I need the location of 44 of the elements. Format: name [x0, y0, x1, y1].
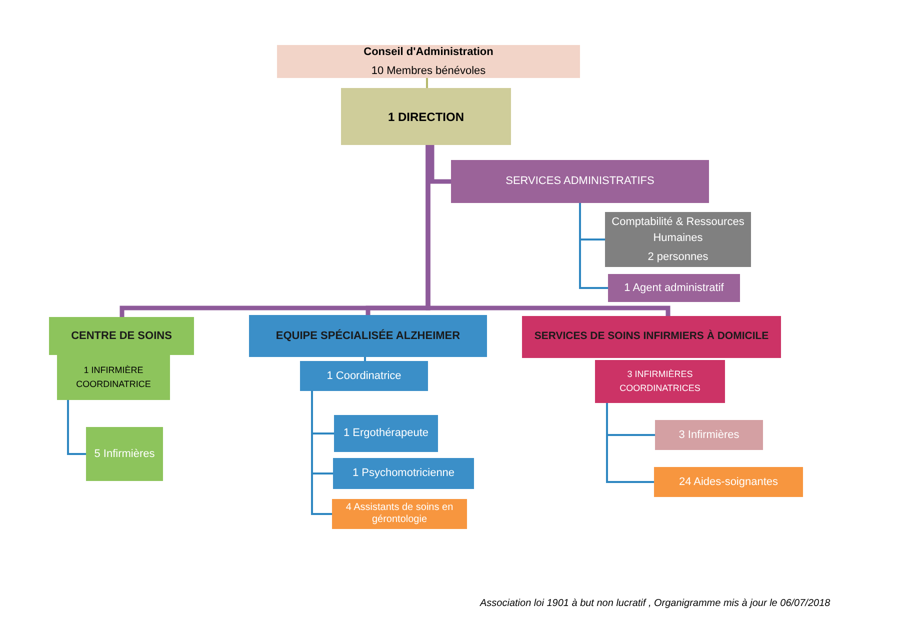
- node-text: EQUIPE SPÉCIALISÉE ALZHEIMER: [276, 328, 460, 344]
- staff-box: [595, 360, 725, 403]
- node-text: SERVICES DE SOINS INFIRMIERS À DOMICILE: [534, 329, 769, 344]
- connector-line: [430, 145, 451, 184]
- connector-line: [426, 145, 670, 316]
- staff-box: [608, 274, 740, 302]
- department-box: [451, 160, 709, 203]
- service-box: [522, 316, 781, 358]
- node-text: 5 Infirmières: [94, 446, 155, 462]
- node-text: Comptabilité & Ressources Humaines: [610, 214, 746, 246]
- node-text: 10 Membres bénévoles: [371, 64, 486, 78]
- node-text: CENTRE DE SOINS: [71, 328, 172, 344]
- node-text: 24 Aides-soignantes: [678, 474, 778, 490]
- node-text: Conseil d'Administration: [364, 45, 494, 60]
- staff-box: [300, 361, 428, 391]
- node-text: 3 INFIRMIÈRES COORDINATRICES: [618, 368, 702, 394]
- service-box: [249, 315, 487, 357]
- connector-line: [311, 391, 332, 515]
- node-text: 3 Infirmières: [678, 428, 740, 443]
- node-text: 1 DIRECTION: [388, 108, 464, 126]
- node-text: 2 personnes: [648, 250, 708, 265]
- node-text: 1 Agent administratif: [624, 280, 724, 296]
- board-box: [277, 45, 580, 78]
- node-text: SERVICES ADMINISTRATIFS: [506, 174, 654, 190]
- footer-note: Association loi 1901 à but non lucratif , Organigramme mis à jour le 06/07/2018: [480, 597, 832, 611]
- staff-box: [654, 467, 803, 497]
- staff-box: [334, 415, 438, 452]
- staff-box: [57, 355, 170, 400]
- staff-box: [333, 458, 474, 489]
- staff-box: [605, 212, 751, 267]
- node-text: 4 Assistants de soins en gérontologie: [344, 502, 454, 526]
- connector-line: [606, 403, 654, 483]
- connector-line: [364, 357, 366, 361]
- staff-box: [332, 499, 467, 529]
- node-text: 1 Ergothérapeute: [343, 426, 428, 442]
- staff-box: [86, 427, 163, 481]
- connector-line: [426, 78, 428, 88]
- connector-line: [67, 400, 86, 455]
- node-text: 1 Coordinatrice: [326, 368, 402, 384]
- staff-box: [655, 420, 763, 450]
- direction-box: [341, 88, 511, 145]
- node-text: 1 Psychomotricienne: [352, 466, 455, 482]
- service-box: [49, 317, 194, 355]
- node-text: 1 INFIRMIÈRE COORDINATRICE: [75, 364, 152, 390]
